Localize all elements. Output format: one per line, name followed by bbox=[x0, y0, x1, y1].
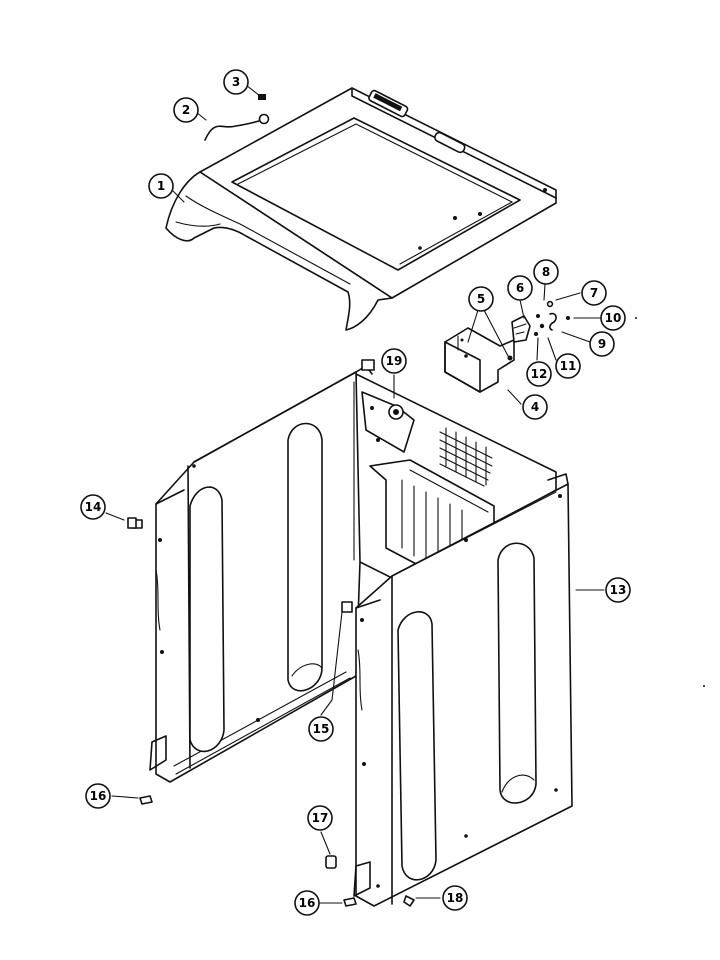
callout-19: 19 bbox=[381, 348, 407, 374]
callout-3: 3 bbox=[223, 69, 249, 95]
callout-label: 15 bbox=[313, 722, 330, 736]
callout-9: 9 bbox=[589, 331, 615, 357]
screw-part-16a bbox=[139, 795, 153, 805]
callout-10: 10 bbox=[600, 305, 626, 331]
callout-label: 16 bbox=[299, 896, 316, 910]
plug-part-17 bbox=[325, 855, 337, 869]
callout-label: 1 bbox=[157, 179, 165, 193]
callout-label: 7 bbox=[590, 286, 598, 300]
screw-part-3 bbox=[258, 94, 266, 100]
callout-label: 9 bbox=[598, 337, 606, 351]
callout-label: 8 bbox=[542, 265, 550, 279]
callout-11: 11 bbox=[555, 353, 581, 379]
callout-17: 17 bbox=[307, 805, 333, 831]
callout-15: 15 bbox=[308, 716, 334, 742]
callout-label: 16 bbox=[90, 789, 107, 803]
callout-18: 18 bbox=[442, 885, 468, 911]
callout-label: 13 bbox=[610, 583, 627, 597]
callout-6: 6 bbox=[507, 275, 533, 301]
callout-label: 5 bbox=[477, 292, 485, 306]
screw-part-18 bbox=[403, 895, 415, 907]
cord-part bbox=[204, 113, 270, 141]
callout-label: 10 bbox=[605, 311, 622, 325]
top-panel bbox=[165, 87, 557, 331]
callout-label: 17 bbox=[312, 811, 329, 825]
callout-5: 5 bbox=[468, 286, 494, 312]
callout-13: 13 bbox=[605, 577, 631, 603]
cabinet bbox=[131, 359, 573, 907]
callout-label: 19 bbox=[386, 354, 403, 368]
callout-12: 12 bbox=[526, 361, 552, 387]
callout-1: 1 bbox=[148, 173, 174, 199]
callout-16-left: 16 bbox=[85, 783, 111, 809]
callout-label: 11 bbox=[560, 359, 577, 373]
callout-4: 4 bbox=[522, 394, 548, 420]
screw-part-16b bbox=[343, 897, 357, 907]
callout-7: 7 bbox=[581, 280, 607, 306]
callout-label: 3 bbox=[232, 75, 240, 89]
callout-14: 14 bbox=[80, 494, 106, 520]
callout-label: 14 bbox=[85, 500, 102, 514]
callout-label: 2 bbox=[182, 103, 190, 117]
callout-2: 2 bbox=[173, 97, 199, 123]
callout-16-bottom: 16 bbox=[294, 890, 320, 916]
callout-label: 4 bbox=[531, 400, 539, 414]
callout-label: 18 bbox=[447, 891, 464, 905]
callout-label: 6 bbox=[516, 281, 524, 295]
switch-part bbox=[511, 300, 570, 343]
clip-part-14 bbox=[127, 517, 137, 529]
callout-label: 12 bbox=[531, 367, 548, 381]
terminal-bracket bbox=[444, 327, 515, 393]
callout-8: 8 bbox=[533, 259, 559, 285]
